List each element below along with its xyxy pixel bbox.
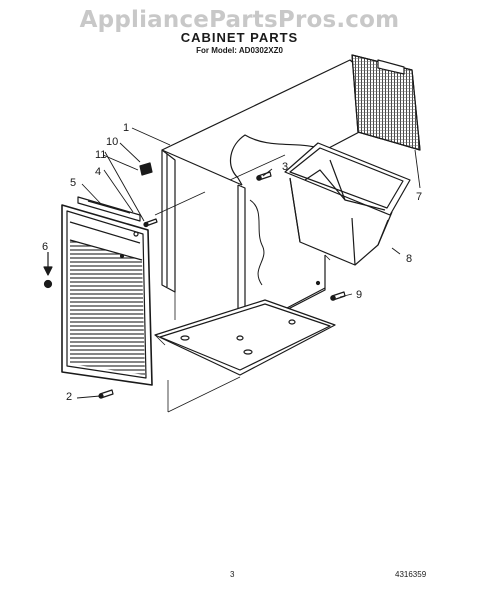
- air-filter: [351, 54, 421, 151]
- callout-2: 2: [66, 391, 72, 403]
- callout-9: 9: [356, 289, 362, 301]
- cabinet-left-side: [161, 149, 176, 293]
- callout-11: 11: [95, 149, 106, 161]
- screw-part-2: [98, 389, 114, 399]
- control-panel-strip: [77, 196, 141, 222]
- screw-part-3: [256, 171, 272, 181]
- callout-3: 3: [282, 161, 288, 173]
- page-title: CABINET PARTS: [180, 30, 299, 45]
- callout-10: 10: [106, 136, 118, 148]
- screw-part-11: [143, 218, 158, 228]
- watermark-logo: AppliancePartsPros.com: [79, 7, 400, 33]
- small-insert-part: [139, 162, 153, 176]
- callout-5: 5: [70, 177, 76, 189]
- callout-6: 6: [42, 241, 48, 253]
- callout-7: 7: [416, 191, 422, 203]
- water-bucket: [284, 142, 411, 266]
- leader-lines: [76, 127, 421, 399]
- cabinet-base-pan: [154, 299, 336, 376]
- knob-part: [43, 252, 53, 289]
- callout-4: 4: [95, 166, 101, 178]
- page-number: 3: [230, 570, 235, 579]
- callout-1: 1: [123, 122, 129, 134]
- front-panel-grille: [61, 204, 153, 386]
- document-number: 4316359: [395, 570, 427, 579]
- model-subtitle: For Model: AD0302XZ0: [196, 46, 283, 55]
- callout-8: 8: [406, 253, 412, 265]
